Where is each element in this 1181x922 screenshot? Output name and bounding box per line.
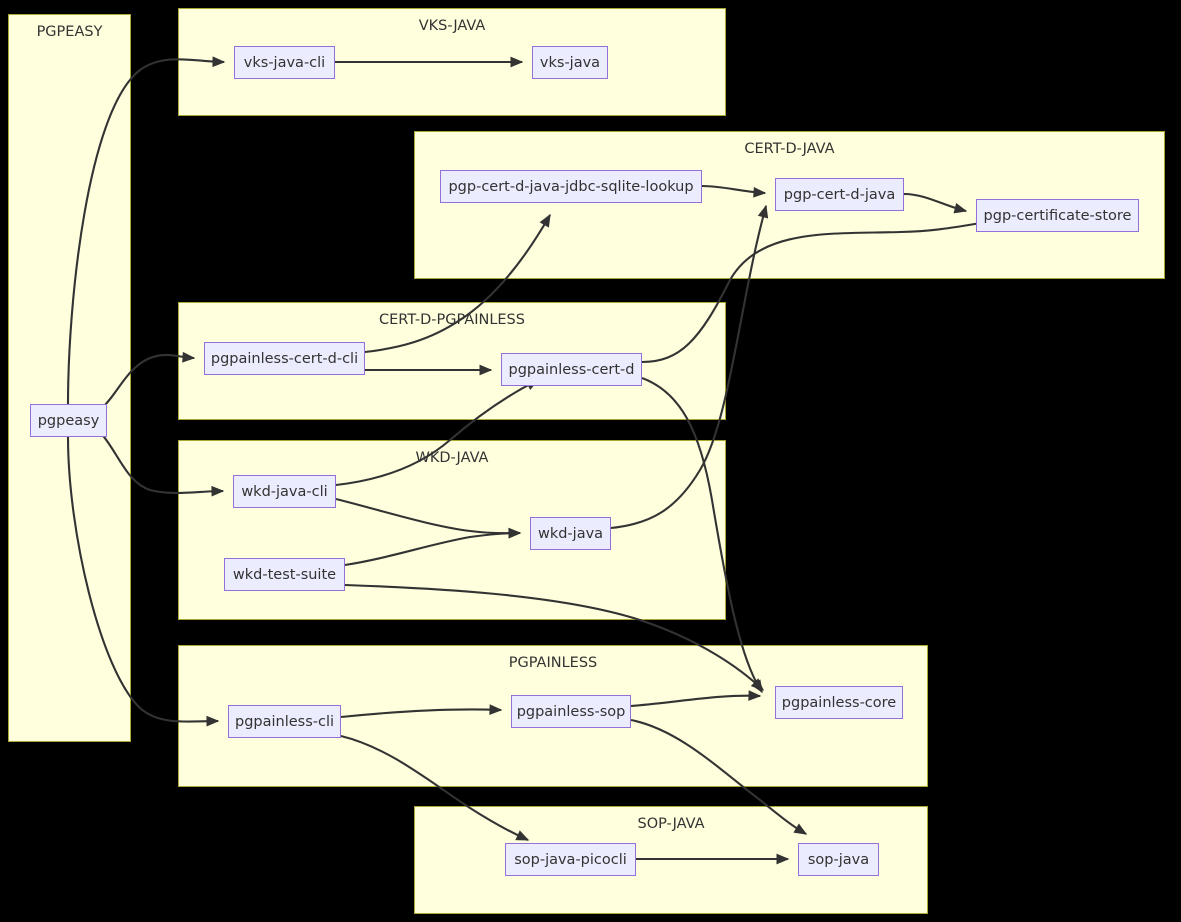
node-pgpainless-cert-d-cli[interactable]: pgpainless-cert-d-cli: [204, 342, 365, 375]
cluster-label-cert-d-java: CERT-D-JAVA: [744, 141, 835, 157]
node-vks-java[interactable]: vks-java: [532, 46, 608, 79]
node-pgpainless-cert-d[interactable]: pgpainless-cert-d: [501, 353, 642, 386]
cluster-label-cert-d-pgpainless: CERT-D-PGPAINLESS: [379, 312, 525, 328]
node-pgp-cert-d-java[interactable]: pgp-cert-d-java: [775, 178, 904, 211]
node-vks-java-cli[interactable]: vks-java-cli: [234, 46, 335, 79]
node-pgpeasy[interactable]: pgpeasy: [30, 404, 107, 437]
node-sop-java[interactable]: sop-java: [798, 843, 879, 876]
cluster-label-sop-java: SOP-JAVA: [637, 816, 705, 832]
cluster-label-pgpeasy: PGPEASY: [36, 24, 103, 40]
node-pgpainless-sop[interactable]: pgpainless-sop: [511, 695, 631, 728]
cluster-wkd-java: WKD-JAVA: [178, 440, 726, 620]
node-pgp-certificate-store[interactable]: pgp-certificate-store: [976, 199, 1139, 232]
node-wkd-java-cli[interactable]: wkd-java-cli: [233, 475, 336, 508]
node-wkd-test-suite[interactable]: wkd-test-suite: [224, 558, 345, 591]
node-wkd-java[interactable]: wkd-java: [530, 517, 611, 550]
cluster-label-pgpainless: PGPAINLESS: [508, 655, 598, 671]
node-sop-java-picocli[interactable]: sop-java-picocli: [505, 843, 636, 876]
node-pgpainless-cli[interactable]: pgpainless-cli: [228, 705, 341, 738]
cluster-label-wkd-java: WKD-JAVA: [415, 450, 489, 466]
node-pgp-cert-d-java-jdbc-sqlite-lookup[interactable]: pgp-cert-d-java-jdbc-sqlite-lookup: [440, 170, 702, 203]
node-pgpainless-core[interactable]: pgpainless-core: [775, 686, 903, 719]
cluster-pgpeasy: PGPEASY: [8, 14, 131, 742]
cluster-label-vks-java: VKS-JAVA: [418, 18, 486, 34]
